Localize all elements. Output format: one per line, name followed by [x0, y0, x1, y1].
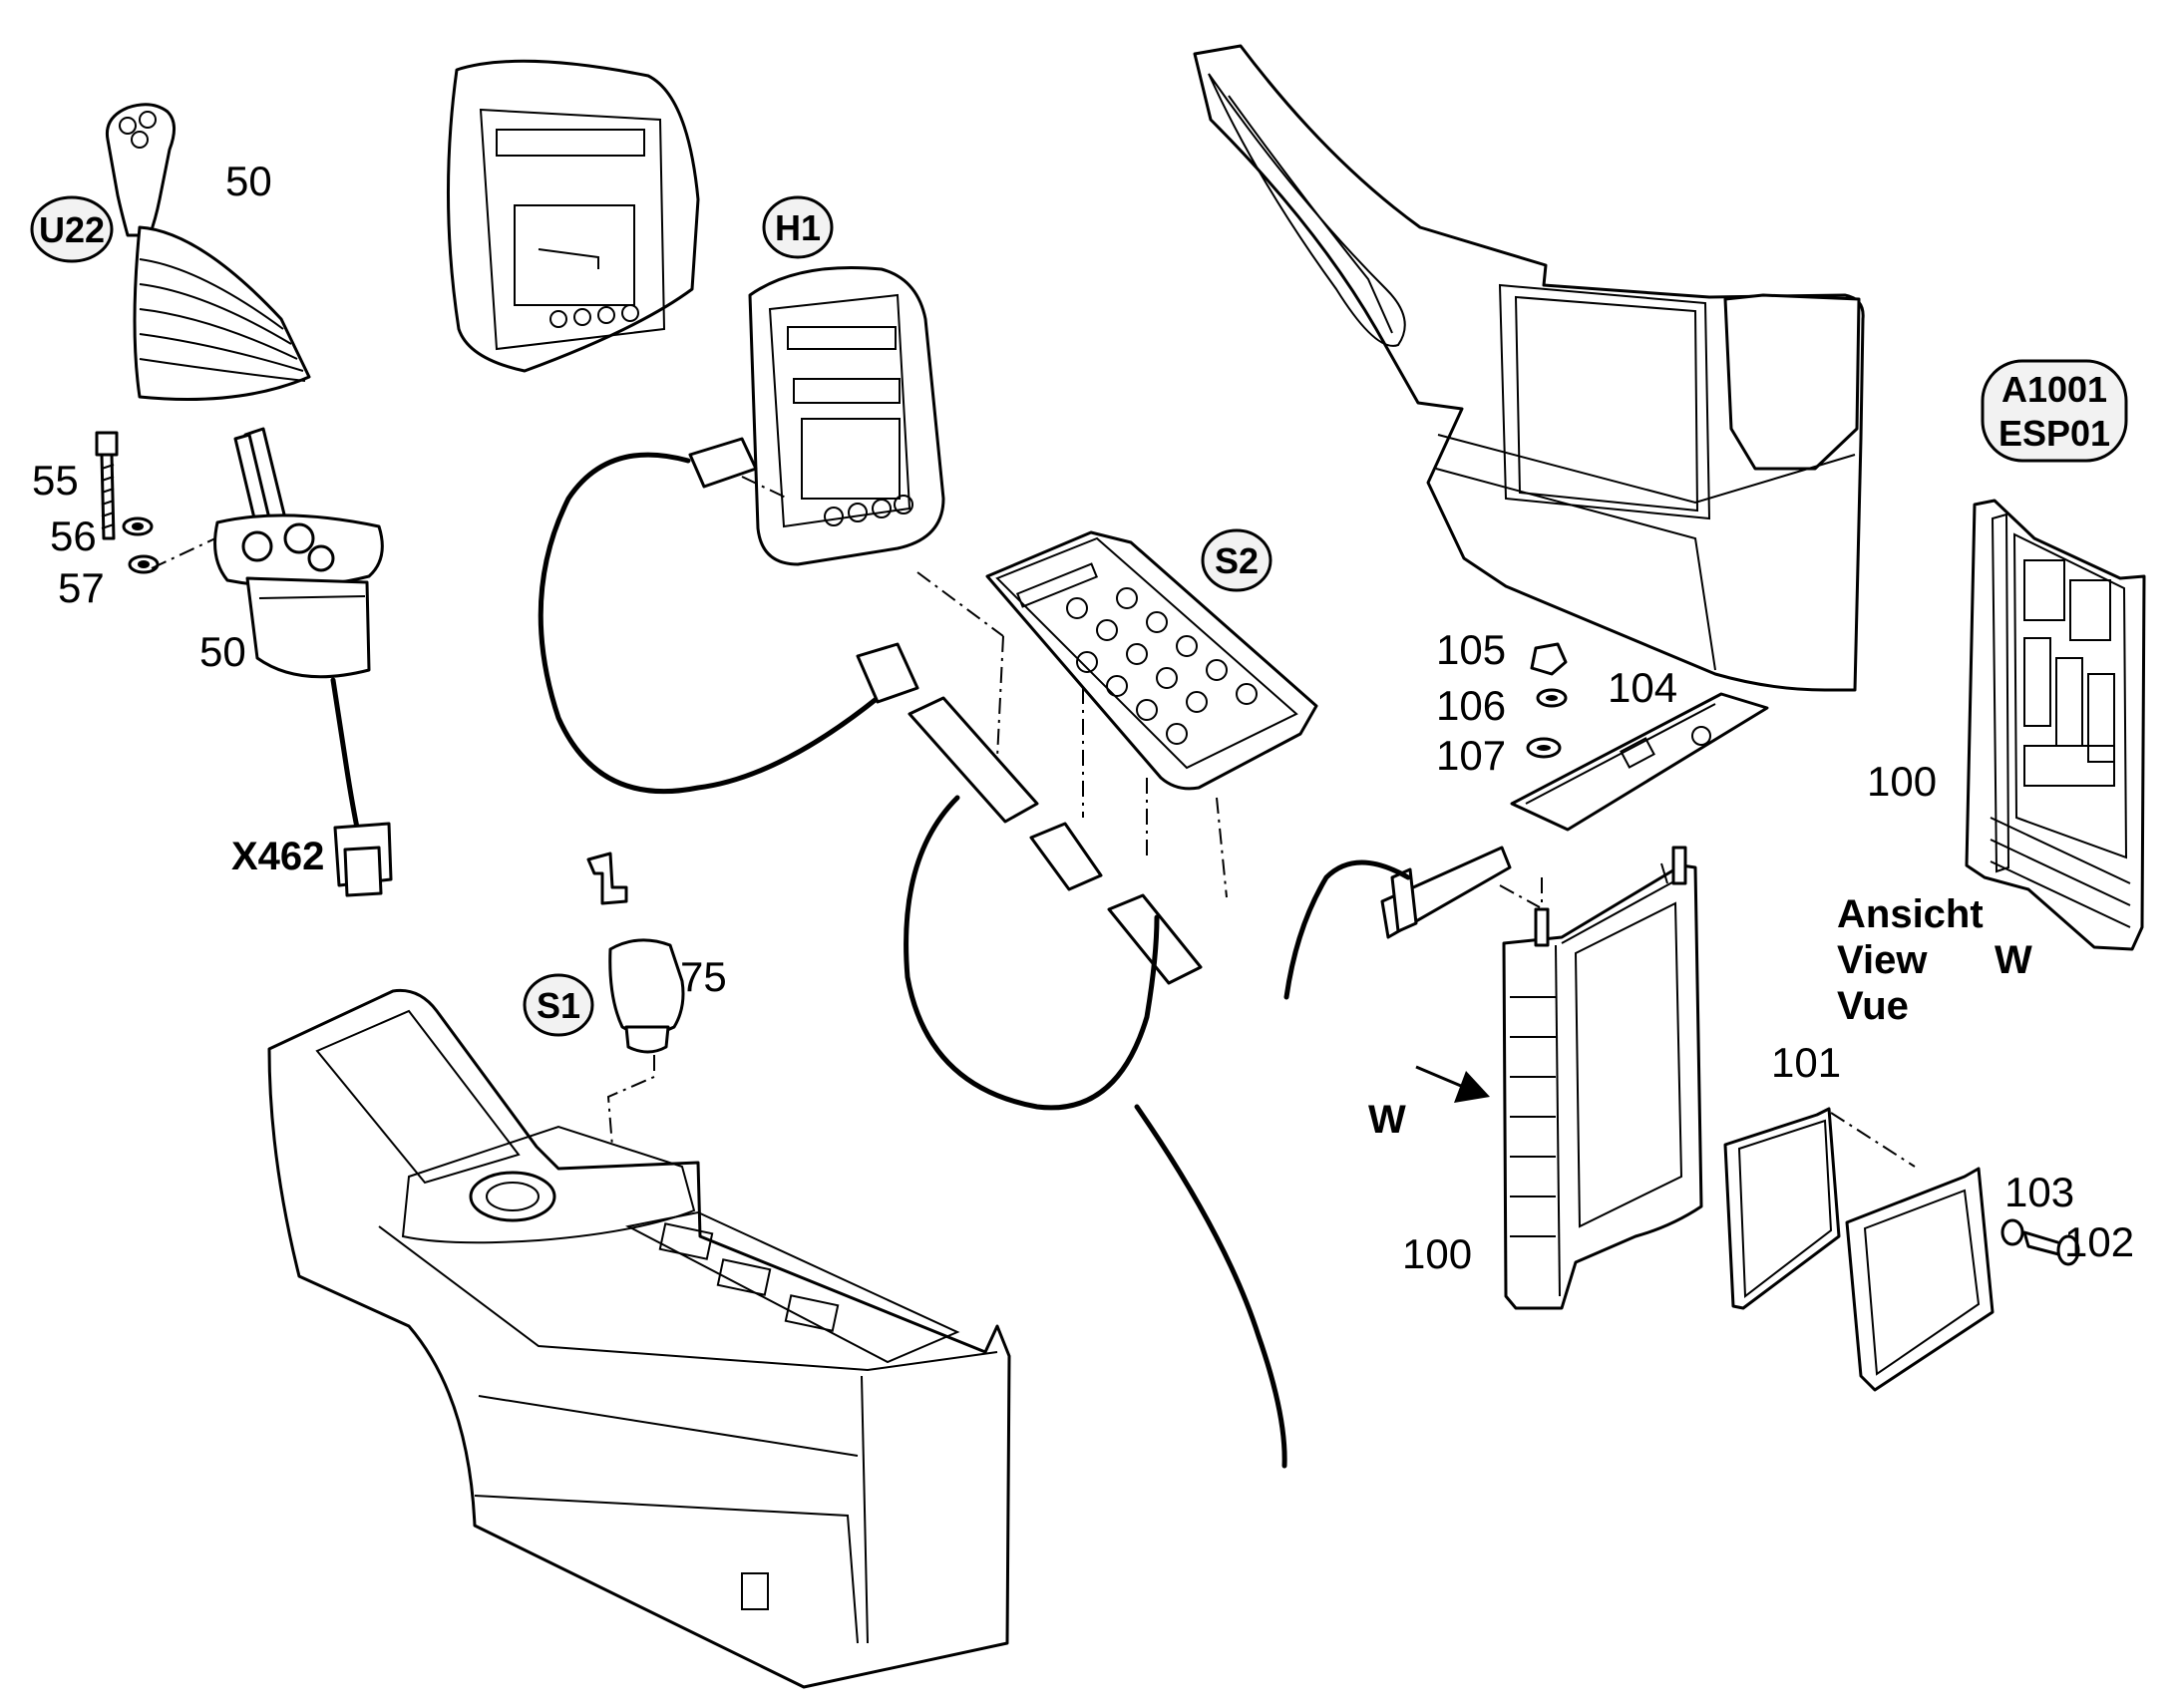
part-number-100-view: 100	[1867, 758, 1937, 805]
label-u22: U22	[39, 209, 105, 250]
part-number-103: 103	[2004, 1169, 2074, 1215]
caption-view: View	[1837, 938, 1928, 982]
label-h1-callout: H1	[762, 195, 834, 259]
part-number-105: 105	[1436, 626, 1506, 673]
h1-cable	[538, 452, 881, 795]
cover-plate-101	[1723, 1107, 1916, 1310]
part-number-50-bottom: 50	[199, 628, 246, 675]
part-number-102: 102	[2064, 1218, 2134, 1265]
caption-vue: Vue	[1837, 984, 1909, 1028]
fasteners-105-107	[1526, 642, 1568, 759]
s2-cable-loop	[904, 795, 1160, 1111]
bracket-connector	[1283, 846, 1541, 1000]
s2-connectors	[856, 642, 1203, 985]
part-number-56: 56	[50, 512, 97, 559]
part-number-106: 106	[1436, 682, 1506, 729]
caption-view-w: W	[1995, 938, 2032, 982]
label-s1: S1	[537, 985, 580, 1026]
part-number-50-top: 50	[225, 158, 272, 204]
label-h1: H1	[775, 207, 821, 248]
h1-display-unit	[748, 266, 945, 566]
display-monitor	[446, 59, 700, 373]
label-u22-callout: U22	[30, 195, 114, 263]
label-s2-callout: S2	[1201, 528, 1272, 592]
label-esp01: ESP01	[1998, 413, 2110, 454]
part-number-75: 75	[680, 953, 727, 1000]
caption-ansicht: Ansicht	[1837, 892, 1984, 936]
part-number-104: 104	[1608, 664, 1677, 711]
plate-102-103	[1845, 1167, 2080, 1392]
label-w-arrow: W	[1368, 1098, 1406, 1142]
operator-console	[267, 988, 1011, 1689]
view-w-arrow	[1415, 1065, 1490, 1103]
label-a1001: A1001	[2001, 369, 2107, 410]
pcb-104	[1510, 692, 1769, 832]
h1-connector	[688, 437, 789, 500]
main-harness-cable	[1134, 1104, 1287, 1469]
label-a1001-callout: A1001 ESP01	[1981, 359, 2128, 463]
part-number-55: 55	[32, 457, 79, 504]
part-number-107: 107	[1436, 732, 1506, 779]
part-number-100: 100	[1402, 1230, 1472, 1277]
joystick-assembly	[95, 103, 393, 897]
esp01-control-board-view	[1965, 499, 2146, 951]
label-s1-callout: S1	[523, 973, 594, 1037]
s2-switch-panel	[985, 530, 1318, 791]
part-number-101: 101	[1771, 1039, 1841, 1086]
key-switch	[586, 852, 685, 1148]
mounting-bracket	[1502, 846, 1703, 1310]
label-x462: X462	[231, 835, 324, 878]
part-number-57: 57	[58, 564, 105, 611]
label-s2: S2	[1215, 540, 1259, 581]
cab-side-panel	[1193, 44, 1865, 692]
